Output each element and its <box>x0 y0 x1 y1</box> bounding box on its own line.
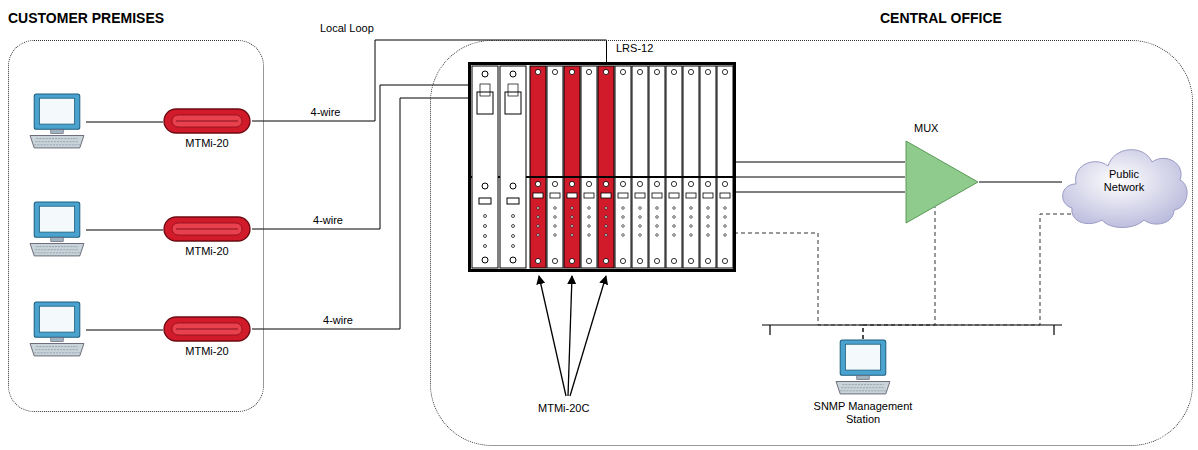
pc-wire <box>86 122 163 330</box>
management-station: SNMP Management Station <box>792 338 934 438</box>
device-label: MTMi-20 <box>160 245 254 258</box>
chassis-drawing <box>468 62 736 272</box>
edge-label: 4-wire <box>309 106 343 119</box>
line-connector <box>979 182 1062 183</box>
central-office-region: CENTRAL OFFICE LRS-12MUX Public NetworkSNM… <box>430 8 1193 446</box>
modem-icon <box>162 314 252 344</box>
network-cloud: Public Network <box>1058 138 1190 230</box>
cloud-label: Public Network <box>1094 168 1154 194</box>
lan-bus <box>762 325 1062 335</box>
device-label: MTMi-20 <box>160 137 254 150</box>
region-heading: CUSTOMER PREMISES <box>8 10 164 26</box>
line-connector <box>736 192 905 193</box>
management-link <box>863 214 1072 339</box>
edge-label: 4-wire <box>321 314 355 327</box>
rack-chassis: LRS-12 <box>468 38 736 272</box>
line-connector <box>252 62 539 329</box>
modem-device: MTMi-20 <box>160 311 256 360</box>
mux-label: MUX <box>914 122 938 135</box>
management-link <box>863 207 935 339</box>
card-label: MTMi-20C <box>536 402 591 415</box>
mux-triangle <box>905 140 979 224</box>
modem-icon <box>162 106 252 136</box>
modem-device: MTMi-20 <box>160 211 256 260</box>
modem-device: MTMi-20 <box>160 103 256 152</box>
device-label: MTMi-20 <box>160 345 254 358</box>
edge-label: 4-wire <box>311 214 345 227</box>
line-connector <box>736 177 905 178</box>
pointer-arrow <box>539 276 606 396</box>
management-link <box>736 233 863 339</box>
computer-icon <box>834 338 892 396</box>
computer-icon <box>30 302 84 356</box>
chassis-label: LRS-12 <box>616 42 653 55</box>
multiplexer: MUX <box>900 120 980 224</box>
loop-label: Local Loop <box>318 22 376 35</box>
modem-icon <box>162 214 252 244</box>
region-heading: CENTRAL OFFICE <box>880 10 1002 26</box>
station-label: SNMP Management Station <box>808 400 918 426</box>
line-connector <box>736 162 905 163</box>
computer-icon <box>30 94 84 148</box>
computer-icon <box>30 202 84 256</box>
customer-premises-region: CUSTOMER PREMISESMTMi-20MTMi-20MTMi-20 <box>8 8 264 412</box>
